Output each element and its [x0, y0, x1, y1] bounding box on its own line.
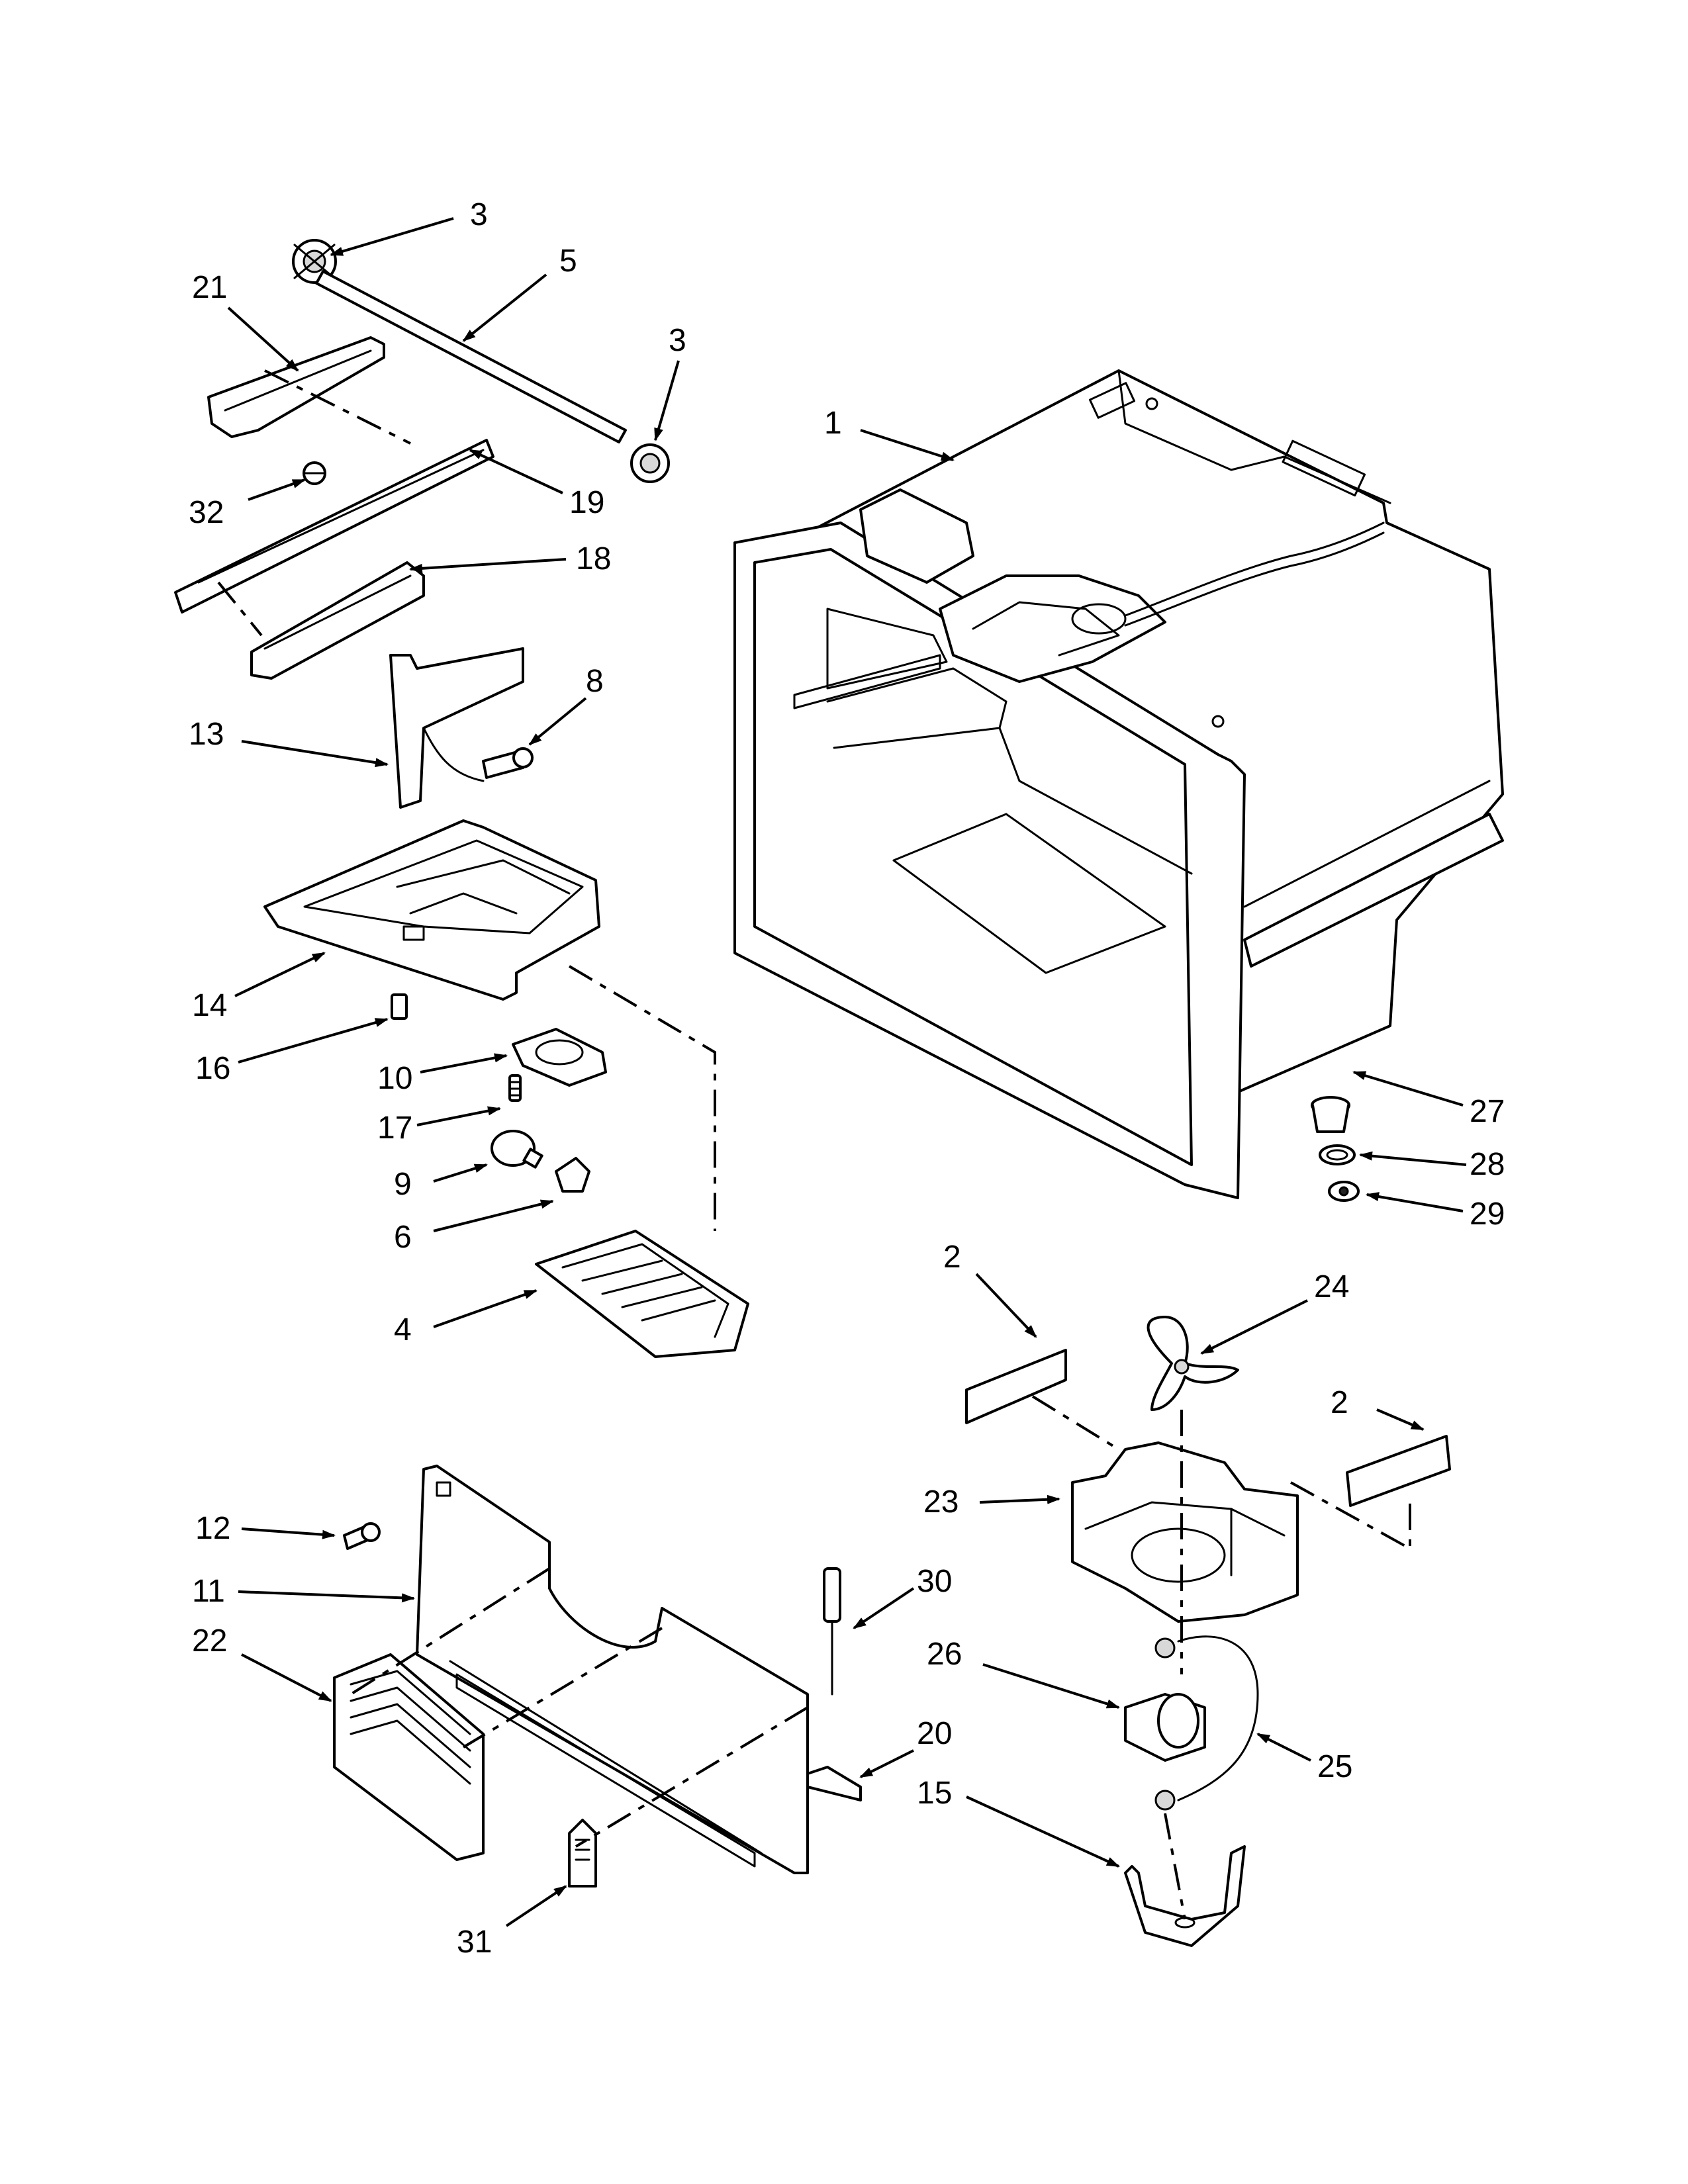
- callout-10: 10: [377, 1061, 412, 1096]
- callout-6: 6: [394, 1220, 412, 1255]
- callout-leaders: [227, 217, 1467, 1927]
- callout-14: 14: [192, 988, 227, 1023]
- callout-32: 32: [189, 495, 224, 530]
- part-5-rod: [315, 270, 627, 443]
- callout-30: 30: [917, 1564, 952, 1599]
- part-1-freezer-liner: [733, 369, 1504, 1199]
- callout-17: 17: [377, 1111, 412, 1146]
- part-11-panel: [416, 1465, 809, 1874]
- callout-9: 9: [394, 1167, 412, 1202]
- callout-8: 8: [586, 664, 604, 699]
- callout-28: 28: [1470, 1147, 1505, 1182]
- callout-19: 19: [569, 485, 604, 520]
- part-30-screwdriver: [823, 1567, 841, 1696]
- part-25-wire: [1177, 1635, 1259, 1801]
- callout-labels: 3 5 3 21 1 32 19 18 8 13 14 16 10 17 9 6…: [189, 197, 1505, 1960]
- callout-3: 3: [470, 197, 488, 232]
- callout-18: 18: [576, 541, 611, 576]
- callout-25: 25: [1317, 1749, 1352, 1784]
- callout-21: 21: [192, 270, 227, 305]
- callout-1: 1: [824, 406, 842, 441]
- callout-27: 27: [1470, 1094, 1505, 1129]
- part-6-socket: [555, 1157, 590, 1193]
- part-12-screw: [343, 1522, 381, 1550]
- part-10-light-housing: [512, 1028, 607, 1087]
- part-19-slide-rail: [174, 439, 494, 614]
- part-16-clip: [391, 993, 408, 1020]
- part-2-foam-left: [965, 1349, 1067, 1424]
- part-27-cap: [1311, 1096, 1350, 1133]
- part-21-bracket: [207, 336, 385, 438]
- part-15-bracket: [1124, 1845, 1246, 1947]
- part-14-housing: [263, 819, 600, 1001]
- part-26-fan-motor: [1124, 1637, 1206, 1811]
- part-9-bulb: [491, 1130, 543, 1169]
- callout-12: 12: [195, 1511, 230, 1546]
- callout-22: 22: [192, 1623, 227, 1659]
- callout-23: 23: [923, 1484, 959, 1520]
- callout-20: 20: [917, 1716, 952, 1751]
- callout-13: 13: [189, 717, 224, 752]
- callout-4: 4: [394, 1312, 412, 1347]
- part-2-foam-right: [1346, 1435, 1451, 1507]
- callout-31: 31: [457, 1925, 492, 1960]
- part-32-screw: [303, 461, 326, 485]
- callout-5: 5: [559, 244, 577, 279]
- callout-11: 11: [192, 1574, 225, 1609]
- callout-16: 16: [195, 1051, 230, 1086]
- part-3-gear-right: [630, 443, 670, 483]
- callout-2: 2: [1331, 1385, 1348, 1420]
- part-20-strip: [806, 1766, 862, 1801]
- part-4-grille: [535, 1230, 749, 1358]
- part-29-grommet: [1328, 1181, 1360, 1202]
- part-31-clip: [568, 1819, 597, 1888]
- part-8-screw: [482, 747, 534, 779]
- part-17-screw: [508, 1074, 522, 1102]
- part-24-fan-blade: [1147, 1316, 1239, 1411]
- callout-24: 24: [1314, 1269, 1349, 1304]
- assembly-lines: [217, 369, 1411, 1920]
- callout-15: 15: [917, 1776, 952, 1811]
- part-28-ring: [1319, 1144, 1356, 1165]
- callout-3: 3: [669, 323, 686, 358]
- part-23-fan-shroud: [1071, 1441, 1299, 1623]
- callout-29: 29: [1470, 1197, 1505, 1232]
- part-22-grille: [333, 1653, 485, 1861]
- part-18-slide: [250, 561, 425, 680]
- callout-26: 26: [927, 1637, 962, 1672]
- callout-2: 2: [943, 1240, 961, 1275]
- part-13-bracket: [389, 647, 524, 809]
